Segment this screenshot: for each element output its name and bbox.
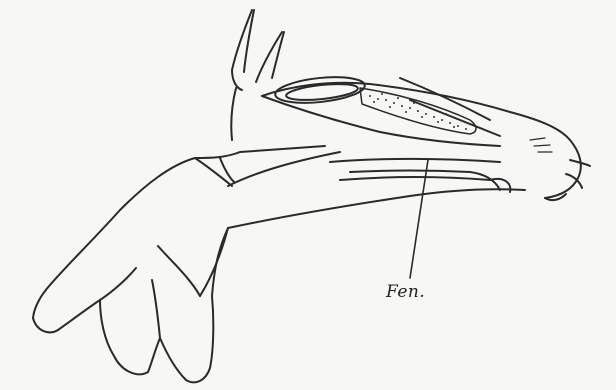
petal-vein [100, 268, 136, 300]
upright-filaments [231, 10, 284, 140]
tip-hatch [530, 138, 545, 140]
petal-vein [158, 246, 200, 296]
ring-opening-inner [285, 81, 358, 102]
fen-label: Fen. [386, 282, 425, 302]
ring-opening [274, 73, 366, 106]
tube-fold [470, 172, 500, 190]
tube-mid-line [330, 159, 500, 162]
upper-hood [262, 78, 590, 200]
petal-outline [33, 146, 325, 382]
tip-hatch [534, 145, 550, 146]
tube-upper-edge [228, 152, 340, 186]
tube-lower-edge [228, 189, 525, 228]
petal-vein [152, 280, 160, 338]
tube-inner-line [350, 171, 470, 173]
tube-inner-line [340, 177, 490, 180]
filament [231, 88, 236, 140]
corolla-tube [228, 152, 525, 228]
petals [33, 146, 325, 382]
stippled-column [360, 88, 476, 134]
filament [232, 10, 252, 90]
